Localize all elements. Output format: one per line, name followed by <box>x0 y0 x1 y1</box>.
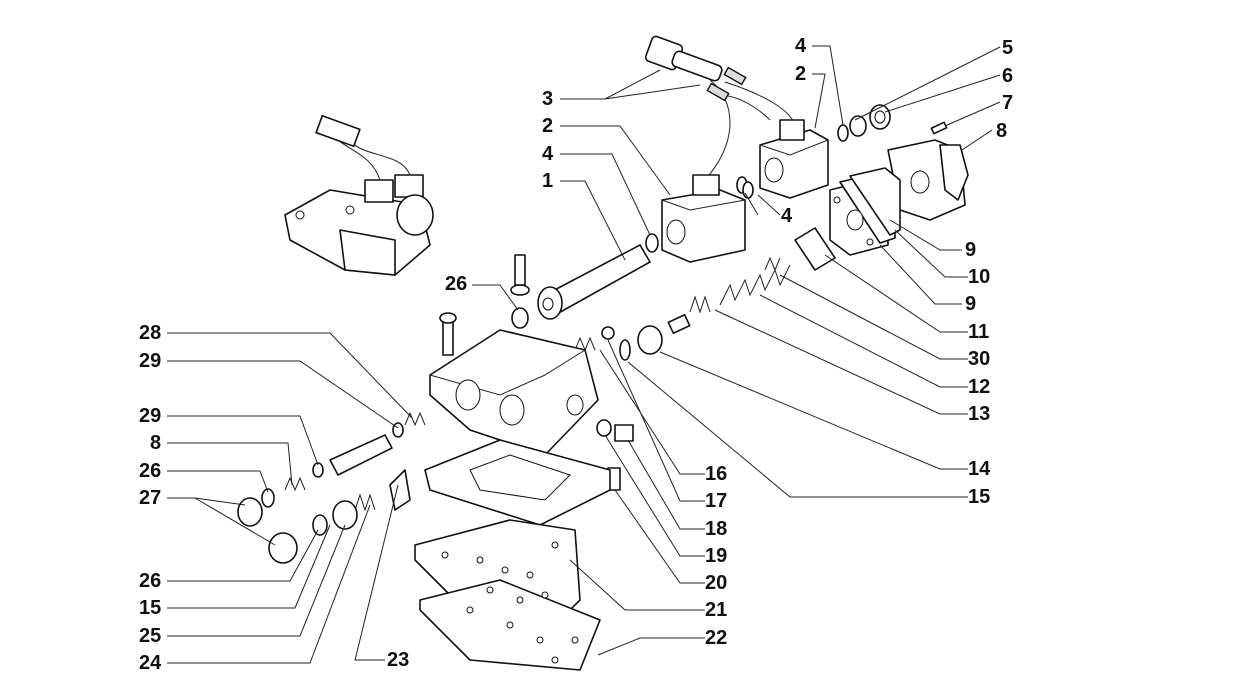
callout-2: 2 <box>542 115 553 137</box>
callout-12: 12 <box>968 376 990 398</box>
callout-27: 27 <box>139 487 161 509</box>
callout-19: 19 <box>705 545 727 567</box>
leader-lines <box>167 45 1001 664</box>
callout-24: 24 <box>139 652 162 674</box>
valve-body <box>429 312 599 456</box>
callout-29: 29 <box>139 405 161 427</box>
callout-7: 7 <box>1002 92 1013 114</box>
callout-2: 2 <box>795 63 806 85</box>
callout-15: 15 <box>968 486 990 508</box>
callout-17: 17 <box>705 490 727 512</box>
callout-26: 26 <box>445 273 467 295</box>
cover-part-8 <box>829 139 969 256</box>
callout-8: 8 <box>996 120 1007 142</box>
callout-8: 8 <box>150 432 161 454</box>
callout-21: 21 <box>705 599 727 621</box>
callout-4: 4 <box>542 143 554 165</box>
callout-labels: 5 6 7 8 4 2 3 2 4 1 4 26 9 10 9 11 30 12… <box>139 35 1013 674</box>
callout-3: 3 <box>542 88 553 110</box>
callout-26: 26 <box>139 570 161 592</box>
callout-6: 6 <box>1002 65 1013 87</box>
callout-14: 14 <box>968 458 991 480</box>
callout-9: 9 <box>965 239 976 261</box>
callout-13: 13 <box>968 403 990 425</box>
callout-29: 29 <box>139 350 161 372</box>
assembled-valve-view <box>284 114 434 276</box>
callout-4: 4 <box>795 35 807 57</box>
callout-15: 15 <box>139 597 161 619</box>
callout-5: 5 <box>1002 37 1013 59</box>
callout-16: 16 <box>705 463 727 485</box>
gasket-and-plates <box>414 439 611 671</box>
callout-20: 20 <box>705 572 727 594</box>
callout-9: 9 <box>965 293 976 315</box>
solenoid-coil-part-2 <box>661 119 829 263</box>
callout-25: 25 <box>139 625 161 647</box>
callout-18: 18 <box>705 518 727 540</box>
callout-10: 10 <box>968 266 990 288</box>
callout-23: 23 <box>387 649 409 671</box>
callout-4: 4 <box>781 205 793 227</box>
callout-22: 22 <box>705 627 727 649</box>
left-spool-parts <box>237 411 426 564</box>
callout-30: 30 <box>968 348 990 370</box>
valve-spool-part-1 <box>510 227 836 491</box>
callout-1: 1 <box>542 170 553 192</box>
callout-28: 28 <box>139 322 161 344</box>
callout-11: 11 <box>968 321 989 343</box>
callout-26: 26 <box>139 460 161 482</box>
